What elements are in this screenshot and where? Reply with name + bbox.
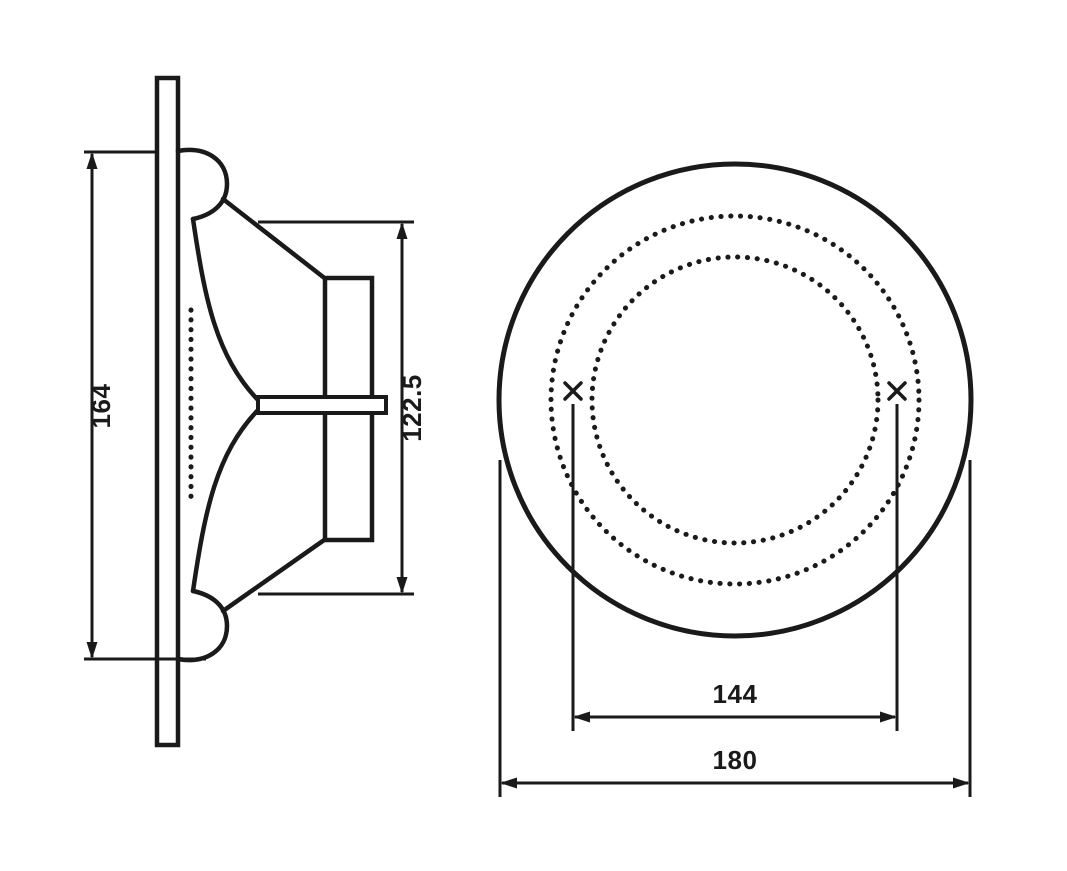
horn-curve-top: [190, 216, 261, 403]
dimension-height-164: 164: [84, 150, 206, 661]
front-view: [496, 161, 974, 639]
arrowhead-right: [880, 711, 897, 723]
dim-label-180: 180: [713, 745, 758, 775]
arrowhead-up: [86, 152, 98, 169]
dimension-depth-122-5: 122.5: [258, 220, 427, 596]
arrowhead-down: [396, 577, 408, 594]
outer-rim-circle: [496, 161, 974, 639]
hole-mark-right: [887, 381, 907, 401]
baffle-plate: [154, 75, 181, 748]
dimension-outer-diameter-180: 180: [498, 460, 972, 797]
dim-label-144: 144: [713, 679, 758, 709]
bolt-circle-dotted: [548, 213, 922, 587]
dim-label-164: 164: [86, 384, 116, 429]
horn-curve-bottom: [190, 407, 261, 594]
surround-roll-bottom: [175, 588, 230, 663]
surround-roll-top: [175, 147, 230, 222]
center-stem: [256, 395, 388, 415]
dim-label-122-5: 122.5: [397, 374, 427, 442]
cone-edge-top: [220, 196, 330, 283]
arrowhead-left: [573, 711, 590, 723]
cutout-circle-dotted: [589, 254, 881, 546]
arrowhead-left: [500, 777, 517, 789]
dimension-bolt-circle-144: 144: [571, 404, 899, 731]
arrowhead-up: [396, 222, 408, 239]
hole-mark-left: [563, 381, 583, 401]
arrowhead-right: [953, 777, 970, 789]
arrowhead-down: [86, 642, 98, 659]
cone-edge-bottom: [220, 535, 330, 614]
side-view: [154, 75, 388, 748]
